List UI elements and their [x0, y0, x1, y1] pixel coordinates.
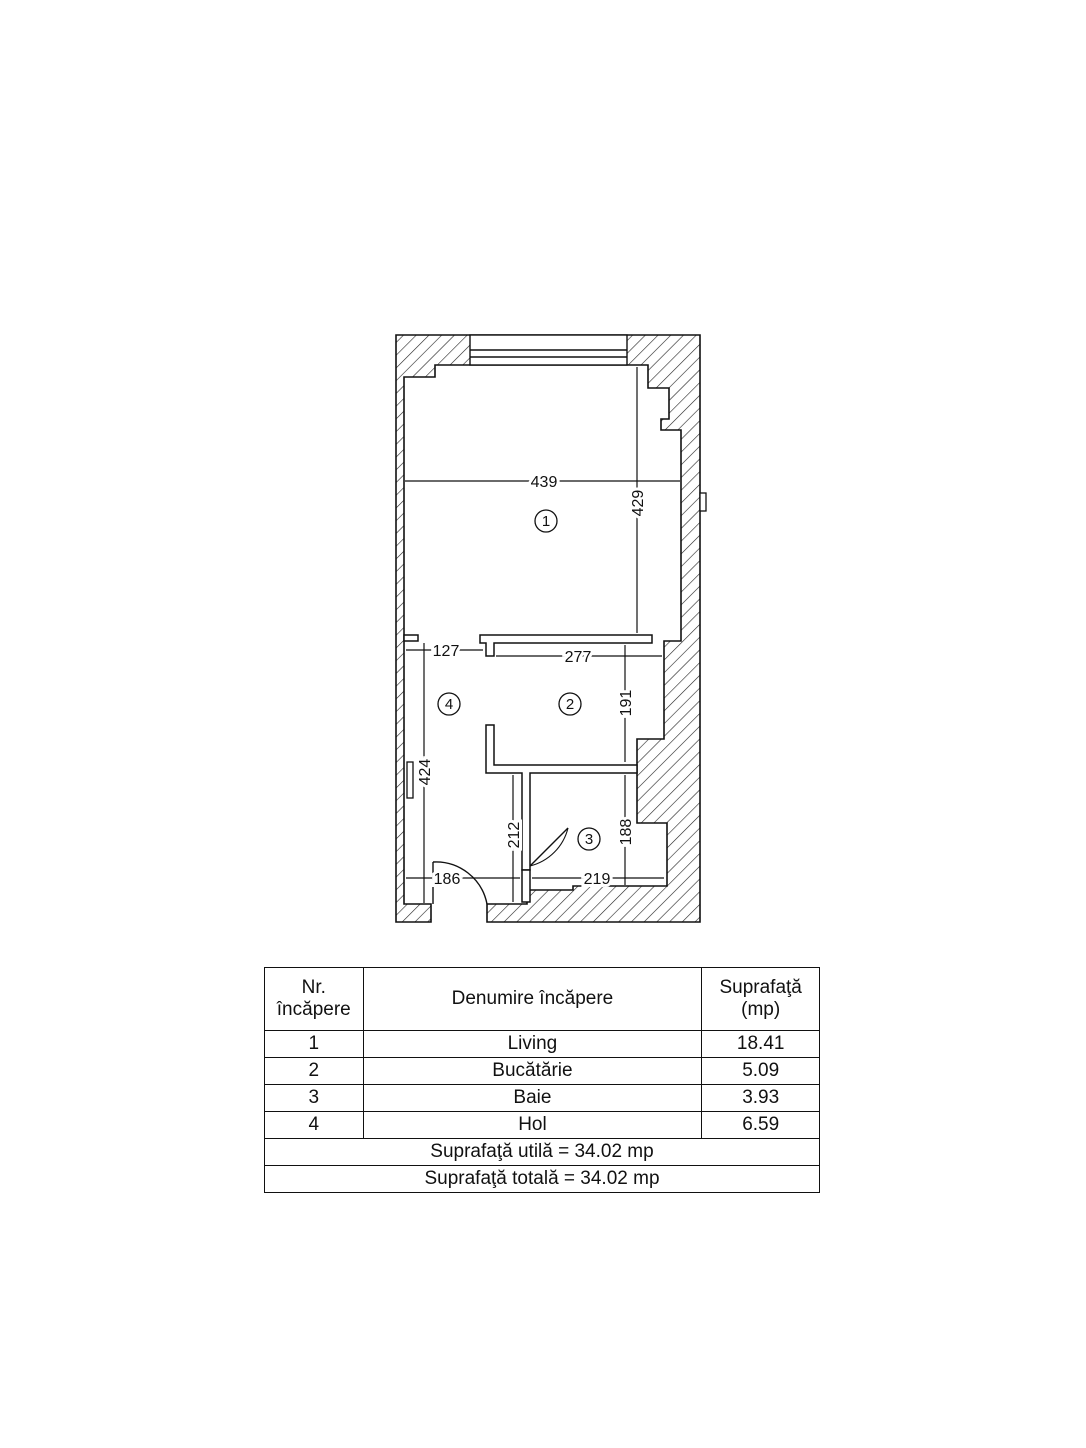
header-area: Suprafaţă (mp) [701, 967, 820, 1031]
dim-bath-depth-right: 188 [618, 819, 635, 846]
room-markers [437, 509, 601, 851]
table-row: 1 Living 18.41 [264, 1030, 820, 1058]
room-area-table: Nr. încăpere Denumire încăpere Suprafaţă… [264, 967, 820, 1193]
door [432, 827, 569, 905]
room-number-bath: 3 [585, 831, 593, 848]
room-number-hol: 4 [445, 696, 453, 713]
header-room-name: Denumire încăpere [362, 967, 703, 1031]
cell-area: 5.09 [701, 1057, 820, 1085]
header-area-line2: (mp) [741, 999, 781, 1020]
grand-total-row: Suprafaţă totală = 34.02 mp [264, 1165, 820, 1193]
header-nr-line1: Nr. [301, 977, 326, 998]
cell-nr: 3 [264, 1084, 364, 1112]
cell-nr: 4 [264, 1111, 364, 1139]
floor-plan: 439 429 127 277 191 424 212 188 186 219 … [395, 334, 707, 923]
dim-hol-bottom: 186 [434, 871, 461, 888]
dim-kitchen-width: 277 [565, 649, 592, 666]
dim-bath-depth-left: 212 [506, 822, 523, 849]
exterior-walls [395, 334, 701, 923]
util-total-row: Suprafaţă utilă = 34.02 mp [264, 1138, 820, 1166]
dim-living-depth: 429 [630, 490, 647, 517]
window [469, 334, 628, 366]
header-area-line1: Suprafaţă [719, 977, 802, 998]
wall-nub-left [406, 761, 414, 799]
dim-hol-depth: 424 [417, 759, 434, 786]
header-room-number: Nr. încăpere [264, 967, 364, 1031]
grand-total: Suprafaţă totală = 34.02 mp [264, 1165, 820, 1193]
dim-living-width: 439 [531, 474, 558, 491]
room-number-living: 1 [542, 513, 550, 530]
cell-name: Baie [362, 1084, 703, 1112]
table-header-row: Nr. încăpere Denumire încăpere Suprafaţă… [264, 967, 820, 1031]
table-row: 4 Hol 6.59 [264, 1111, 820, 1139]
util-total: Suprafaţă utilă = 34.02 mp [264, 1138, 820, 1166]
dim-bath-width: 219 [584, 871, 611, 888]
dimension-lines [405, 367, 680, 903]
cell-nr: 2 [264, 1057, 364, 1085]
cell-name: Hol [362, 1111, 703, 1139]
table-row: 3 Baie 3.93 [264, 1084, 820, 1112]
cell-name: Bucătărie [362, 1057, 703, 1085]
cell-area: 3.93 [701, 1084, 820, 1112]
header-nr-line2: încăpere [276, 999, 351, 1020]
cell-nr: 1 [264, 1030, 364, 1058]
wall-nub [699, 492, 707, 512]
room-number-kitchen: 2 [566, 696, 574, 713]
dim-hol-top: 127 [433, 643, 460, 660]
dim-kitchen-depth: 191 [618, 690, 635, 717]
table-row: 2 Bucătărie 5.09 [264, 1057, 820, 1085]
cell-area: 6.59 [701, 1111, 820, 1139]
cell-area: 18.41 [701, 1030, 820, 1058]
cell-name: Living [362, 1030, 703, 1058]
interior-walls [403, 634, 653, 903]
